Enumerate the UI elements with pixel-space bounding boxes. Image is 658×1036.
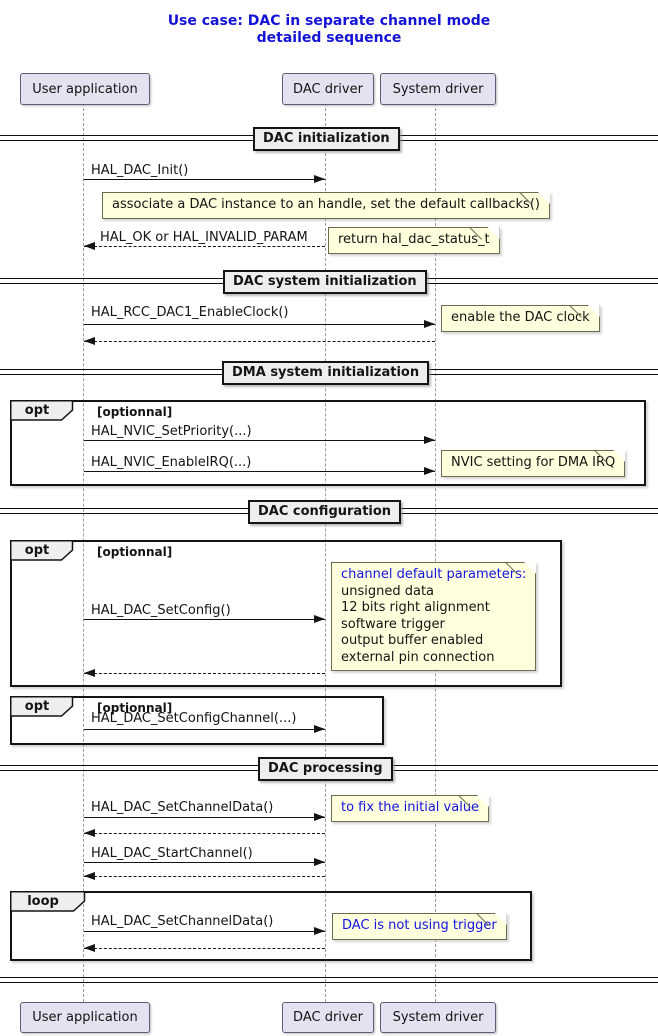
opt-keyword: opt	[24, 403, 50, 418]
arrow-rcc-enable-clock	[84, 320, 435, 328]
message-hal-dac-init-return: HAL_OK or HAL_INVALID_PARAM	[100, 230, 308, 245]
participant-system-driver-top: System driver	[380, 73, 496, 105]
message-dac-set-config-channel: HAL_DAC_SetConfigChannel(...)	[91, 711, 297, 726]
arrow-dac-start-channel-return	[84, 872, 325, 880]
message-dac-set-channel-data: HAL_DAC_SetChannelData()	[91, 800, 274, 815]
message-dac-set-config: HAL_DAC_SetConfig()	[91, 603, 231, 618]
note-config-line: unsigned data	[341, 583, 435, 599]
note-return-hal-dac-status: return hal_dac_status_t	[328, 227, 500, 254]
note-config-header: channel default parameters:	[341, 567, 527, 582]
message-rcc-enable-clock: HAL_RCC_DAC1_EnableClock()	[91, 305, 289, 320]
divider-label-dma-system-initialization: DMA system initialization	[222, 361, 430, 385]
note-associate-dac-instance: associate a DAC instance to an handle, s…	[102, 192, 550, 219]
note-dac-not-using-trigger: DAC is not using trigger	[332, 913, 507, 940]
participant-dac-driver-bottom: DAC driver	[282, 1002, 374, 1033]
diagram-title-line1: Use case: DAC in separate channel mode	[167, 13, 491, 29]
note-config-line: external pin connection	[341, 649, 495, 665]
opt-keyword: opt	[24, 699, 50, 714]
participant-user-application-bottom: User application	[20, 1002, 150, 1033]
participant-user-application-top: User application	[20, 73, 150, 105]
opt-guard-optional: [optionnal]	[97, 405, 173, 419]
arrow-dac-set-config-channel	[84, 725, 325, 733]
lifeline-user-application	[83, 103, 84, 1002]
divider-label-dac-processing: DAC processing	[258, 757, 393, 781]
participant-system-driver-bottom: System driver	[380, 1002, 496, 1033]
loop-frame: loop	[10, 891, 532, 961]
arrow-nvic-set-priority	[84, 436, 435, 444]
arrow-rcc-enable-clock-return	[84, 337, 435, 345]
opt-guard-optional: [optionnal]	[97, 701, 173, 715]
arrow-dac-set-config	[84, 615, 325, 623]
opt-frame-pentagon	[10, 400, 74, 421]
note-fix-initial-value: to fix the initial value	[331, 795, 490, 822]
opt-frame-dma-init: opt [optionnal]	[10, 400, 646, 486]
divider-label-dac-system-initialization: DAC system initialization	[223, 270, 427, 294]
divider-label-dac-initialization: DAC initialization	[253, 127, 400, 151]
note-channel-default-parameters: channel default parameters: unsigned dat…	[331, 562, 537, 671]
message-dac-start-channel: HAL_DAC_StartChannel()	[91, 846, 253, 861]
loop-frame-pentagon	[10, 891, 86, 912]
opt-frame-pentagon	[10, 696, 74, 717]
arrow-dac-set-channel-data	[84, 813, 325, 821]
message-dac-set-channel-data-loop: HAL_DAC_SetChannelData()	[91, 914, 274, 929]
lifeline-system-driver	[435, 103, 436, 1002]
opt-guard-optional: [optionnal]	[97, 545, 173, 559]
message-hal-dac-init: HAL_DAC_Init()	[91, 163, 189, 178]
message-nvic-set-priority: HAL_NVIC_SetPriority(...)	[91, 424, 252, 439]
arrow-nvic-enable-irq	[84, 467, 435, 475]
opt-frame-pentagon	[10, 540, 74, 561]
opt-frame-dac-config: opt [optionnal]	[10, 540, 562, 687]
arrow-dac-set-config-return	[84, 669, 325, 677]
diagram-title-line2: detailed sequence	[256, 30, 402, 46]
arrow-hal-dac-init-return	[84, 242, 325, 250]
note-config-line: software trigger	[341, 616, 445, 632]
arrow-hal-dac-init	[84, 175, 325, 183]
message-nvic-enable-irq: HAL_NVIC_EnableIRQ(...)	[91, 455, 252, 470]
arrow-dac-set-channel-data-loop	[84, 927, 325, 935]
note-config-line: output buffer enabled	[341, 633, 484, 648]
divider-label-dac-configuration: DAC configuration	[248, 500, 402, 524]
diagram-title: Use case: DAC in separate channel mode d…	[0, 13, 658, 47]
divider-line-bottom	[0, 977, 658, 983]
opt-frame-set-config-channel: opt [optionnal]	[10, 696, 384, 745]
arrow-dac-set-channel-data-return	[84, 829, 325, 837]
arrow-dac-set-channel-data-loop-return	[84, 944, 325, 952]
note-nvic-setting-dma-irq: NVIC setting for DMA IRQ	[441, 450, 626, 477]
note-config-line: 12 bits right alignment	[341, 600, 490, 615]
loop-keyword: loop	[27, 894, 59, 909]
opt-keyword: opt	[24, 543, 50, 558]
lifeline-dac-driver	[325, 103, 326, 1002]
note-enable-dac-clock: enable the DAC clock	[441, 305, 600, 332]
participant-dac-driver-top: DAC driver	[282, 73, 374, 105]
arrow-dac-start-channel	[84, 858, 325, 866]
